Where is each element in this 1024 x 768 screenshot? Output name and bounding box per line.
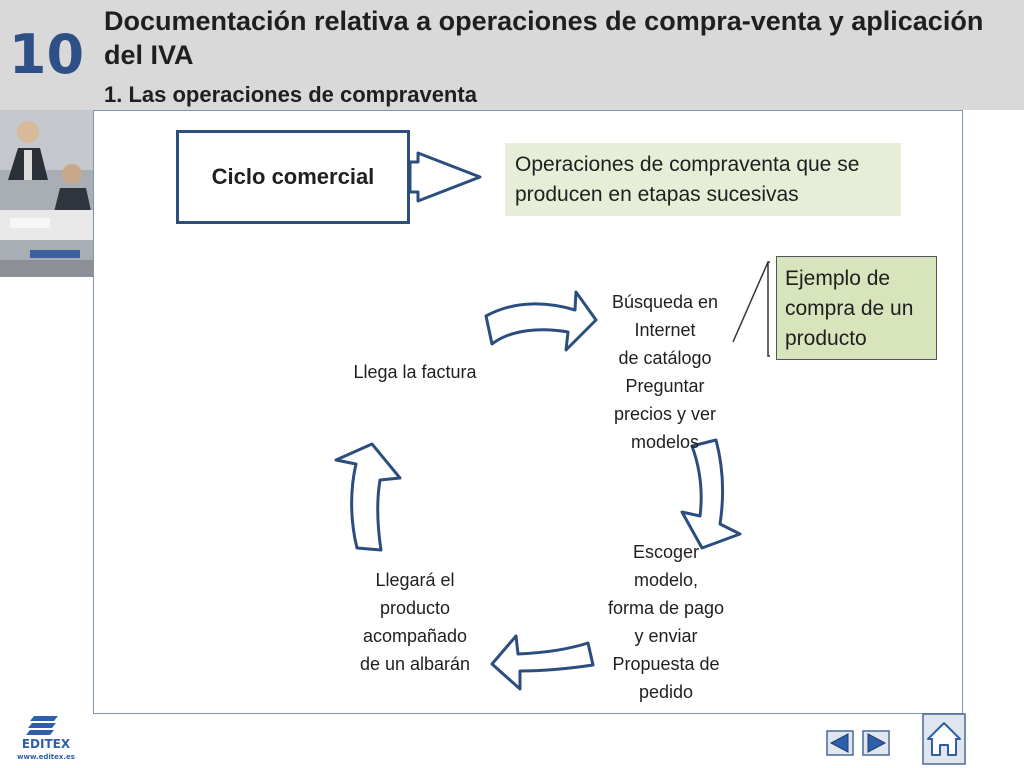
home-button[interactable]: [922, 713, 966, 765]
step-line: Búsqueda en: [611, 292, 719, 312]
cycle-step-search: Búsqueda en Internet de catálogo Pregunt…: [590, 288, 740, 456]
step-line: Internet: [634, 320, 696, 340]
page-subtitle: 1. Las operaciones de compraventa: [104, 82, 477, 107]
cycle-step-invoice: Llega la factura: [353, 362, 477, 382]
step-line: forma de pago: [607, 598, 725, 618]
step-line: precios y ver: [613, 404, 717, 424]
home-icon: [927, 722, 961, 756]
header-bar: [93, 0, 1024, 110]
step-line: Escoger: [632, 542, 700, 562]
cycle-step-order: Escoger modelo, forma de pago y enviar P…: [586, 538, 746, 706]
cycle-arrow-left: [334, 442, 402, 552]
arrow-right-icon: [408, 151, 482, 203]
editex-logo: EDITEX www.editex.es: [14, 712, 78, 762]
step-line: acompañado: [362, 626, 468, 646]
logo-text: EDITEX: [22, 737, 71, 751]
slide-number: 10: [0, 0, 93, 110]
cycle-arrow-bottom: [490, 634, 595, 691]
cycle-arrow-top: [484, 290, 598, 352]
example-callout: [776, 256, 937, 360]
step-line: modelo,: [633, 570, 699, 590]
ciclo-comercial-box: [176, 130, 410, 224]
step-line: pedido: [638, 682, 694, 702]
business-people-image: [0, 110, 93, 277]
previous-icon: [829, 733, 849, 753]
step-line: Llegará el: [375, 570, 455, 590]
ciclo-comercial-label: Ciclo comercial: [211, 164, 375, 189]
definition-box: [505, 143, 901, 216]
step-line: Preguntar: [625, 376, 705, 396]
step-line: Propuesta de: [612, 654, 720, 674]
definition-text: Operaciones de compraventa que se produc…: [515, 153, 860, 206]
step-line: producto: [379, 598, 451, 618]
cycle-step-delivery: Llegará el producto acompañado de un alb…: [340, 566, 490, 678]
next-icon: [867, 733, 887, 753]
step-line: modelos: [630, 432, 700, 452]
callout-leader: [732, 261, 769, 343]
business-photo: [0, 110, 93, 277]
example-callout-text: Ejemplo de compra de un producto: [785, 267, 914, 350]
cycle-arrow-right: [680, 438, 742, 550]
step-line: de catálogo: [618, 348, 712, 368]
callout-bracket: [767, 261, 770, 357]
logo-url: www.editex.es: [17, 753, 75, 761]
next-button[interactable]: [862, 730, 890, 756]
previous-button[interactable]: [826, 730, 854, 756]
step-line: y enviar: [634, 626, 698, 646]
page-title: Documentación relativa a operaciones de …: [104, 6, 984, 70]
step-line: de un albarán: [359, 654, 471, 674]
editex-logo-icon: EDITEX www.editex.es: [17, 716, 75, 761]
